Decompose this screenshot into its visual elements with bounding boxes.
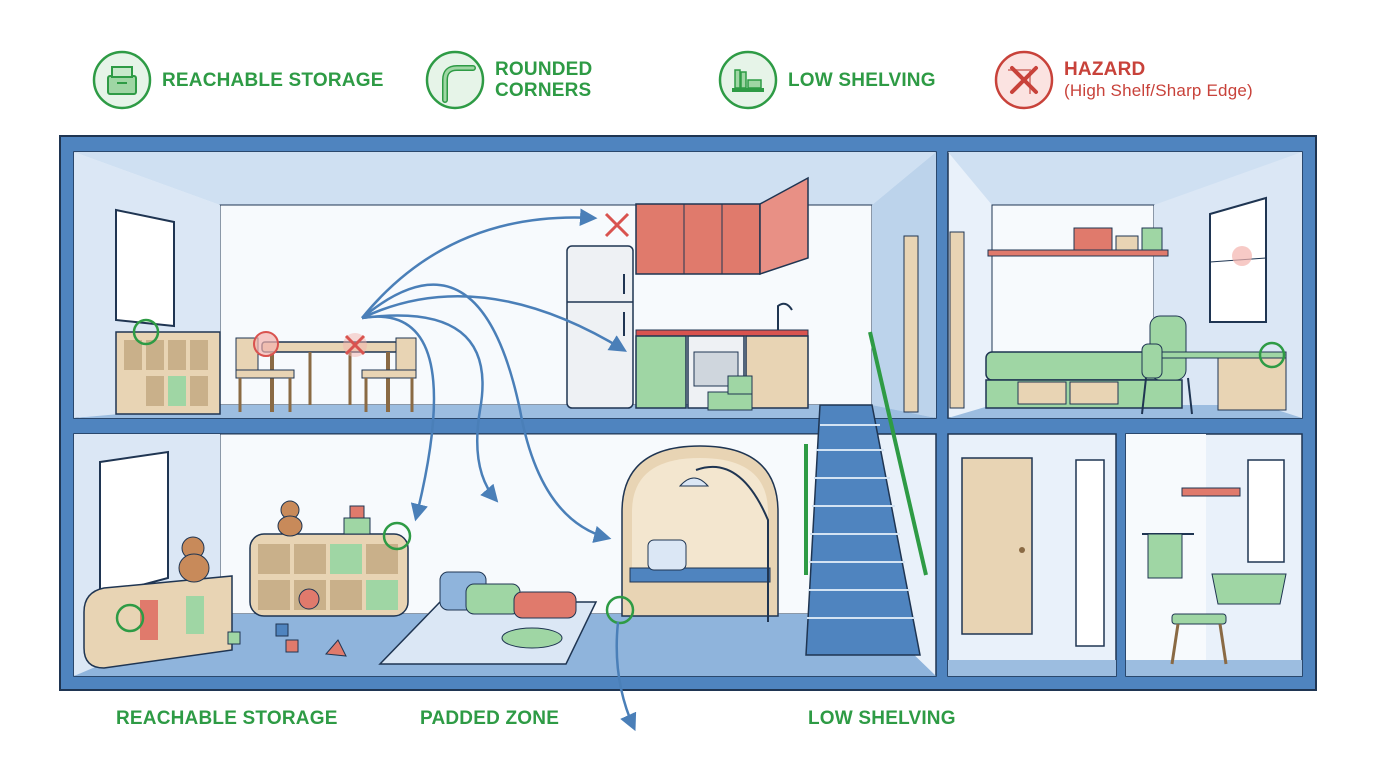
label-padded-zone: PADDED ZONE: [420, 708, 560, 729]
arrow: [361, 314, 499, 503]
toy-blocks: [227, 505, 371, 657]
safe-marker: [382, 521, 412, 551]
dining-chair: [361, 337, 417, 412]
safe-marker: [605, 595, 635, 625]
hazard-marker: [1232, 246, 1252, 266]
storage-box-icon: [92, 50, 152, 110]
step-stool: [707, 375, 753, 411]
teddy-bear: [178, 536, 210, 583]
hazard-x-icon: [994, 50, 1054, 110]
label-low-shelving: LOW SHELVING: [808, 708, 956, 729]
label-reachable-storage: REACHABLE STORAGE: [116, 708, 338, 729]
legend-reachable-storage: REACHABLE STORAGE: [92, 50, 384, 110]
refrigerator: [566, 245, 634, 409]
dining-chair: [235, 337, 295, 412]
arrow: [361, 295, 627, 352]
arrow: [361, 315, 436, 522]
hallway-door: [961, 457, 1105, 647]
hazard-x-icon: [343, 333, 367, 357]
reading-nook: [621, 445, 779, 622]
arrow: [361, 208, 598, 319]
rounded-corner-icon: [425, 50, 485, 110]
safe-marker: [115, 603, 145, 633]
legend-label: LOW SHELVING: [788, 69, 936, 91]
arrow: [615, 621, 637, 732]
low-bookcase: [83, 575, 233, 669]
safe-marker: [1258, 341, 1286, 369]
cubby-bookshelf: [249, 533, 409, 617]
window-play-area: [99, 450, 169, 598]
window-kitchen: [115, 208, 175, 328]
kids-desk: [1141, 343, 1287, 415]
staircase: [804, 235, 928, 656]
teddy-bear: [277, 500, 303, 537]
upper-cabinets-hazard: [635, 176, 809, 276]
safe-marker: [132, 318, 160, 346]
wall-shelf-hazard: [987, 227, 1169, 257]
books-shelf-icon: [718, 50, 778, 110]
bedroom-door: [949, 231, 965, 409]
hazard-marker: [253, 331, 279, 357]
legend-label: HAZARD (High Shelf/Sharp Edge): [1064, 59, 1253, 100]
legend-low-shelving: LOW SHELVING: [718, 50, 936, 110]
hazard-x-icon: [604, 212, 630, 238]
bathroom-fixtures: [1142, 459, 1287, 665]
legend-hazard: HAZARD (High Shelf/Sharp Edge): [994, 50, 1253, 110]
legend-label: REACHABLE STORAGE: [162, 69, 384, 91]
padded-play-mat: [378, 571, 598, 665]
flow-arrows: [361, 208, 637, 732]
arrow: [361, 283, 612, 543]
cubby-storage-upstairs: [115, 331, 221, 415]
